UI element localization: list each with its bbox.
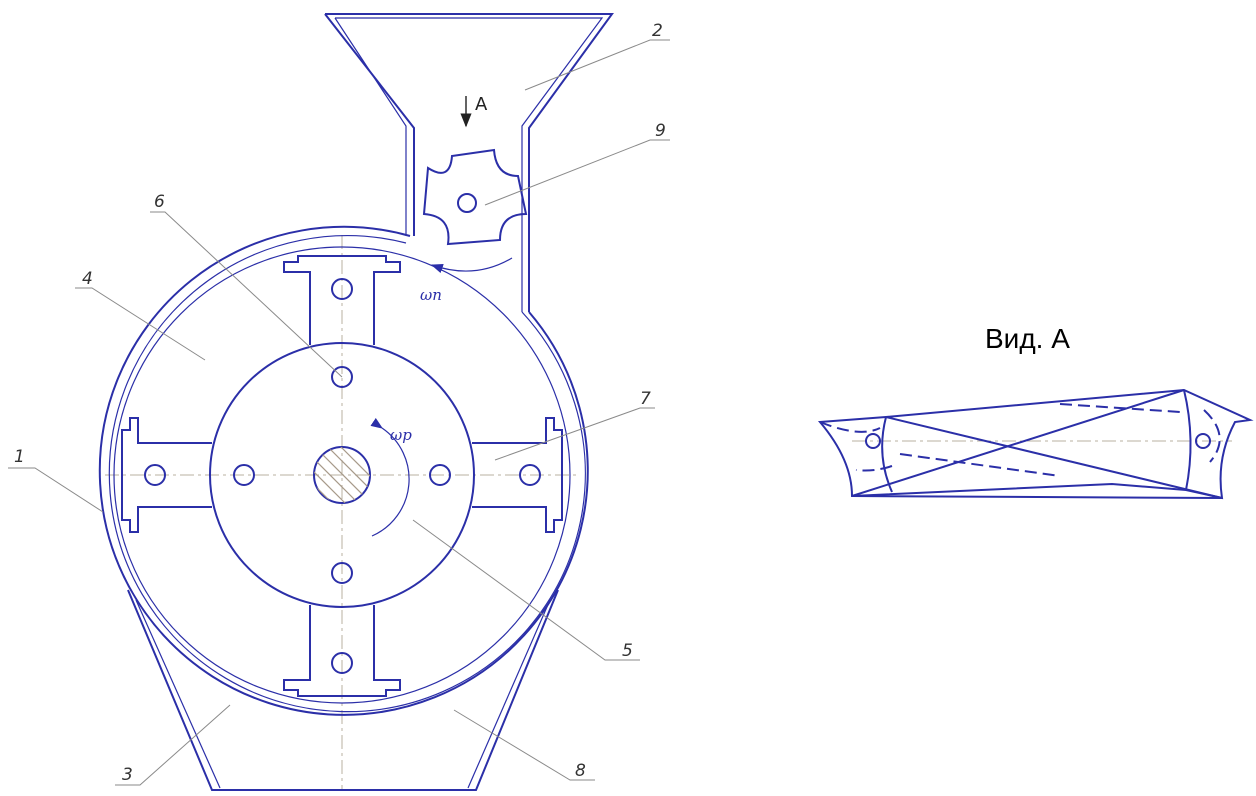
callout-8: 8 [575,761,586,781]
callout-9: 9 [655,121,666,141]
view-arrow-a: A [460,94,488,128]
view-a-title: Вид. А [985,323,1070,354]
hub-hatching [314,447,370,503]
callout-6: 6 [154,192,165,212]
callout-2: 2 [652,21,663,41]
feeder-rotor [422,148,528,246]
view-a-drawing [817,388,1254,500]
center-axes [105,235,1232,790]
rotor-disc [209,342,475,608]
omega-rotor-label: ωр [390,426,412,444]
callout-4: 4 [82,269,93,289]
callout-1: 1 [14,447,25,467]
arrow-a-label: A [475,94,488,115]
outlet-chute [127,589,559,791]
hammer-bottom [283,605,401,697]
hammer-right [472,417,563,533]
callout-3: 3 [122,765,133,785]
hopper [324,13,614,312]
omega-feeder-label: ωп [420,286,442,304]
housing [98,225,589,716]
hammer-left [121,417,212,533]
leader-lines [8,39,670,786]
hammer-top [283,255,401,345]
rotation-arrows [370,257,513,537]
callout-5: 5 [622,641,633,661]
callout-7: 7 [640,389,651,409]
